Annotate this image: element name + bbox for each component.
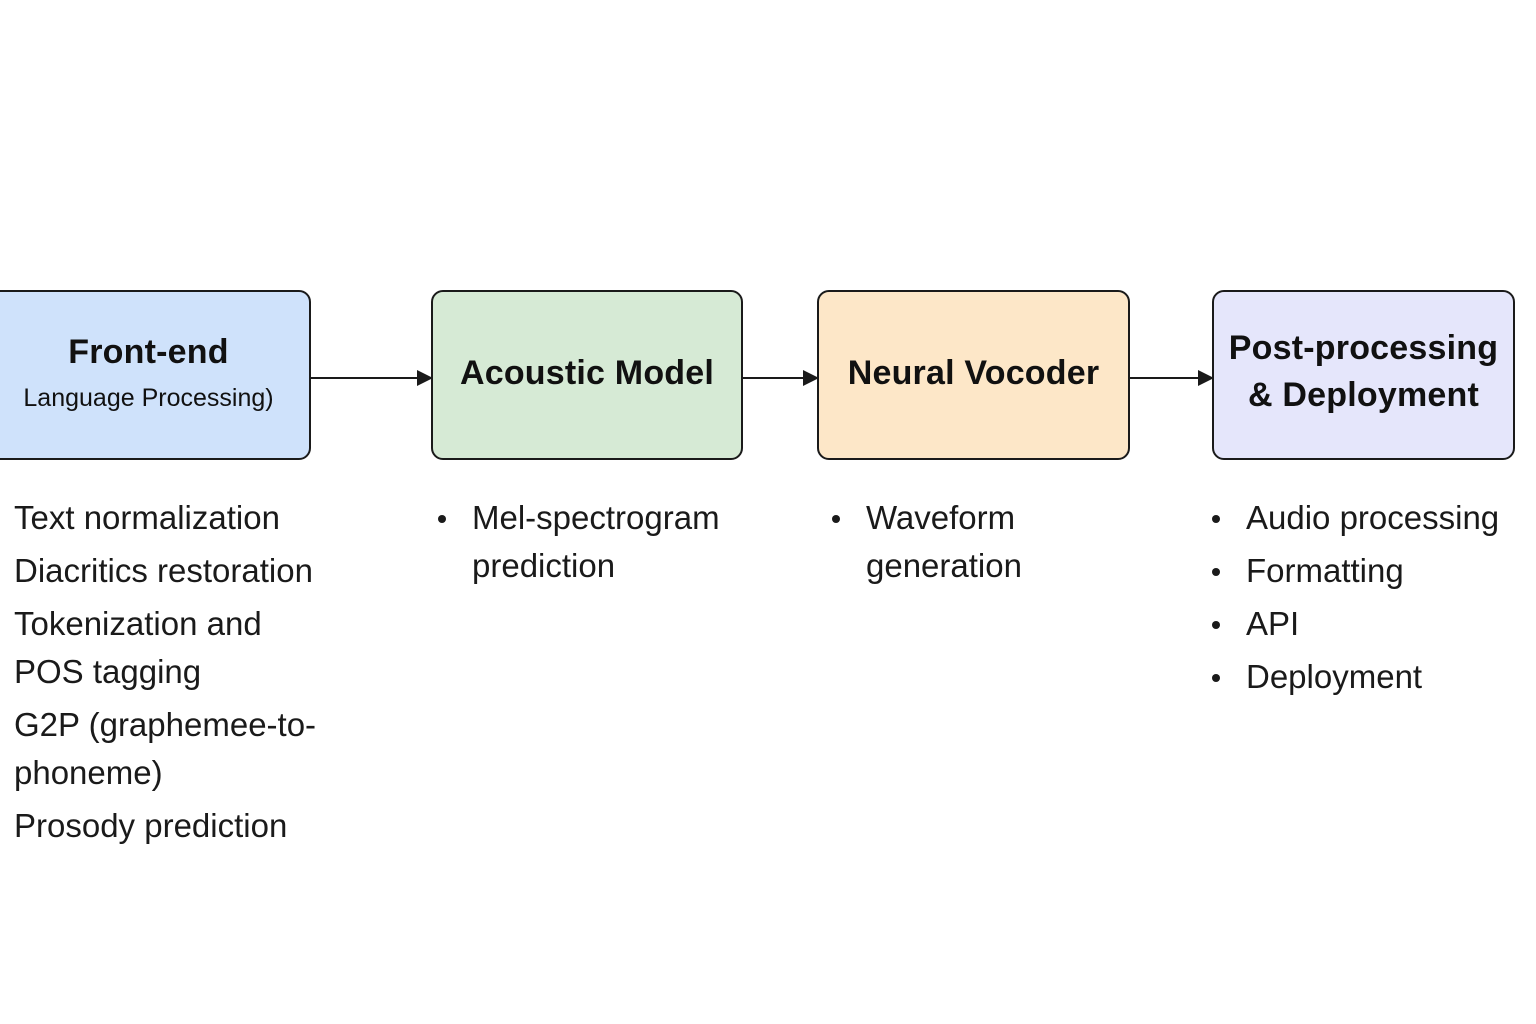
arrow-vocoder-to-post bbox=[1130, 370, 1214, 386]
list-item: Formatting bbox=[1208, 547, 1526, 595]
list-item: Prosody prediction bbox=[14, 807, 288, 844]
list-item: API bbox=[1208, 600, 1526, 648]
arrowhead-icon bbox=[803, 370, 819, 386]
acoustic-model-box: Acoustic Model bbox=[431, 290, 743, 460]
list-item: Text normalization bbox=[14, 499, 280, 536]
frontend-details: Text normalization Diacritics restoratio… bbox=[14, 494, 334, 855]
list-item: Tokenization and POS tagging bbox=[14, 605, 262, 690]
frontend-title: Front-end bbox=[68, 333, 229, 371]
list-item: G2P (graphemee-to-phoneme) bbox=[14, 706, 317, 791]
post-processing-title: Post-processing & Deployment bbox=[1228, 329, 1499, 414]
list-item: Deployment bbox=[1208, 653, 1526, 701]
arrowhead-icon bbox=[1198, 370, 1214, 386]
list-item: Diacritics restoration bbox=[14, 552, 313, 589]
list-item: Audio processing bbox=[1208, 494, 1526, 542]
frontend-subtitle: Language Processing) bbox=[23, 384, 274, 412]
post-processing-details: Audio processing Formatting API Deployme… bbox=[1208, 494, 1526, 706]
neural-vocoder-title: Neural Vocoder bbox=[847, 354, 1100, 392]
neural-vocoder-details: Waveform generation bbox=[828, 494, 1048, 595]
arrowhead-icon bbox=[417, 370, 433, 386]
arrow-frontend-to-acoustic bbox=[311, 370, 433, 386]
neural-vocoder-box: Neural Vocoder bbox=[817, 290, 1130, 460]
acoustic-model-title: Acoustic Model bbox=[459, 354, 715, 392]
arrow-acoustic-to-vocoder bbox=[743, 370, 819, 386]
acoustic-model-details: Mel-spectrogram prediction bbox=[434, 494, 744, 595]
list-item: Waveform generation bbox=[828, 494, 1048, 590]
post-processing-box: Post-processing & Deployment bbox=[1212, 290, 1515, 460]
frontend-box: Front-end Language Processing) bbox=[0, 290, 311, 460]
list-item: Mel-spectrogram prediction bbox=[434, 494, 744, 590]
